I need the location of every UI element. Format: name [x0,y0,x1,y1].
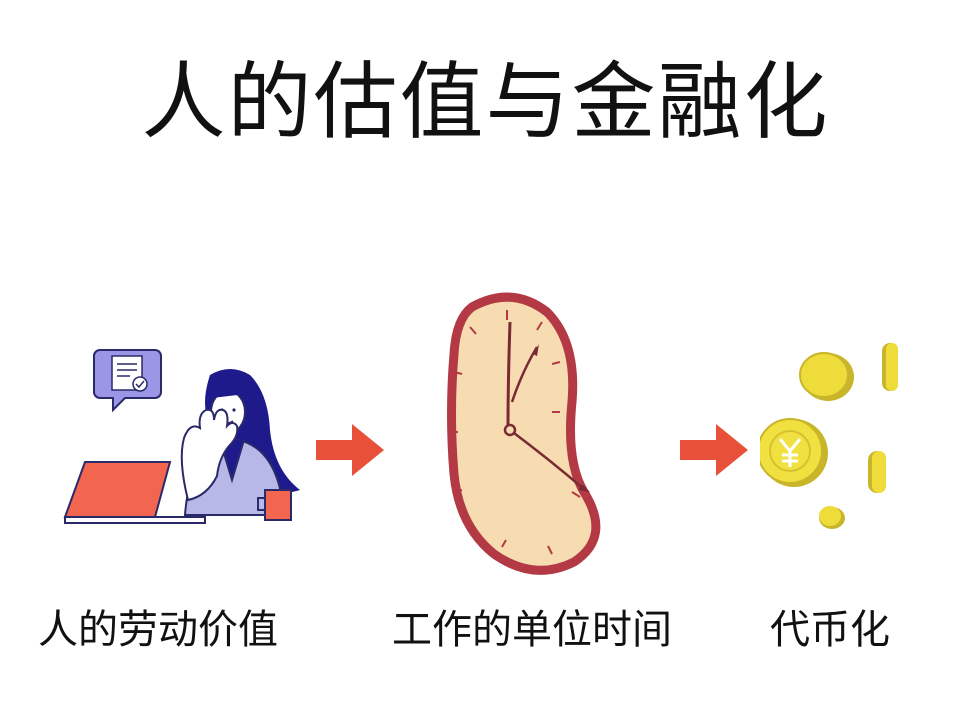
woman-at-laptop-icon [63,349,300,524]
step-label-work-unit-time: 工作的单位时间 [392,607,672,653]
document-bubble-icon [93,349,162,413]
diagram-title: 人的估值与金融化 [141,53,830,151]
step-label-labor-value: 人的劳动价值 [38,607,278,653]
melting-clock-icon [447,292,601,575]
right-arrow-icon [316,424,384,476]
step-label-tokenization: 代币化 [770,607,890,653]
gold-coins-icon [760,343,898,529]
right-arrow-icon [680,424,748,476]
